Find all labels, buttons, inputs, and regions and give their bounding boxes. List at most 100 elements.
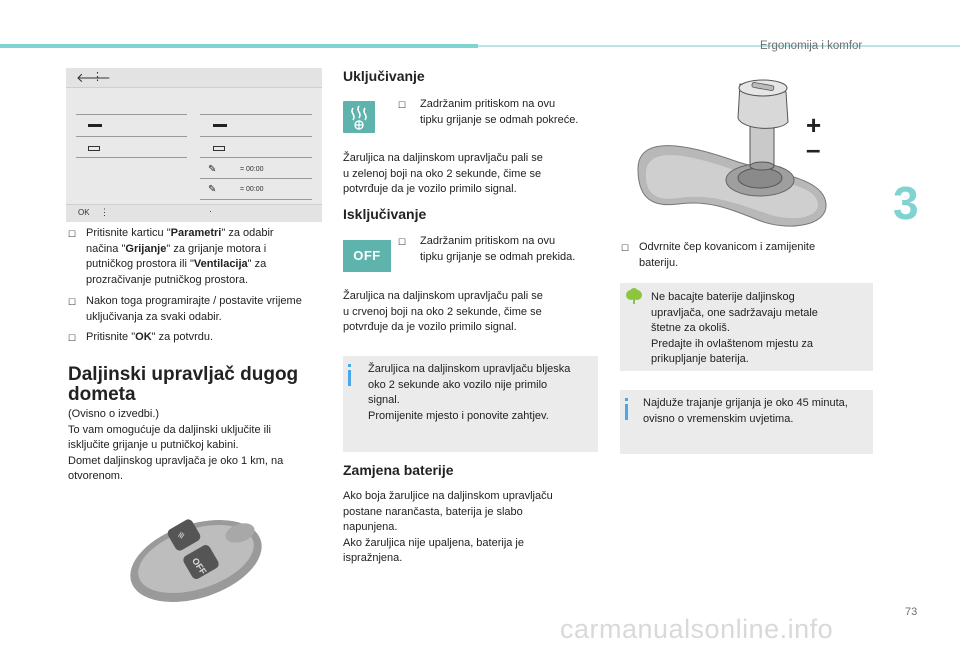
info-icon-bar — [348, 370, 351, 386]
heater-icon — [351, 105, 367, 130]
edit-pencil-icon: ✎ — [208, 184, 217, 195]
coin-slot — [751, 82, 775, 91]
step-text: Odvrnite čep kovanicom i zamijenite — [639, 241, 816, 253]
bullet-icon: ☐ — [621, 243, 630, 253]
note-text: signal. — [368, 394, 400, 406]
note-text: oko 2 sekunde ako vozilo nije primilo — [368, 378, 548, 391]
bullet-icon: ☐ — [398, 100, 407, 110]
screen-illustration: 🡐 ⋮ ✎ = 00:00 ✎ = 00:00 OK ⋮ · — [66, 68, 322, 222]
chapter-number: 3 — [893, 177, 919, 229]
paragraph: u crvenoj boji na oko 2 sekunde, čime se — [343, 305, 542, 318]
battery-cell — [737, 167, 783, 189]
note-text: štetne za okoliš. — [651, 322, 730, 334]
note-text: upravljača, one sadržavaju metale — [651, 306, 818, 319]
step-text: bateriju. — [639, 256, 679, 269]
bullet-icon: ☐ — [398, 237, 407, 247]
note-text: Žaruljica na daljinskom upravljaču bljes… — [368, 363, 571, 375]
info-icon — [625, 398, 628, 401]
bullet-icon: ☐ — [68, 333, 77, 343]
screen-header: 🡐 ⋮ — [66, 68, 322, 88]
screen-divider — [200, 157, 312, 158]
paragraph: Ako boja žaruljice na daljinskom upravlj… — [343, 490, 553, 502]
watermark: carmanualsonline.info — [560, 614, 834, 644]
back-arrow-icon: 🡐 — [76, 70, 111, 85]
heating-button — [167, 519, 201, 551]
note-text: Najduže trajanje grijanja je oko 45 minu… — [643, 397, 848, 409]
step-text: tipku grijanje se odmah prekida. — [420, 250, 576, 263]
toggle-icon — [213, 146, 225, 151]
section-heading: Daljinski upravljač dugog — [68, 364, 299, 385]
paragraph: (Ovisno o izvedbi.) — [68, 408, 160, 420]
step-text: putničkog prostora ili "Ventilacija" za — [86, 258, 267, 270]
bullet-icon: ☐ — [68, 297, 77, 307]
ok-label: OK — [78, 208, 90, 217]
step-text: Zadržanim pritiskom na ovu — [420, 235, 556, 247]
section-title: Ergonomija i komfor — [760, 40, 863, 52]
off-button — [183, 545, 219, 579]
paragraph: potvrđuje da je vozilo primilo signal. — [343, 321, 517, 333]
heat-icon: ≋ — [175, 529, 187, 541]
heading-battery: Zamjena baterije — [343, 462, 454, 478]
screen-divider — [76, 157, 187, 158]
step-text: tipku grijanje se odmah pokreće. — [420, 113, 579, 126]
step-text: uključivanja za svaki odabir. — [86, 310, 222, 323]
minus-sign: – — [806, 134, 820, 164]
menu-dots-icon: ⋮ — [100, 207, 109, 217]
menu-dots-icon: ⋮ — [92, 71, 103, 83]
paragraph: Domet daljinskog upravljača je oko 1 km,… — [68, 454, 284, 467]
heating-button-icon — [343, 101, 375, 133]
toggle-icon — [88, 146, 100, 151]
info-note: Najduže trajanje grijanja je oko 45 minu… — [620, 390, 873, 454]
step-text: Zadržanim pritiskom na ovu — [420, 98, 556, 110]
timer-value: = 00:00 — [240, 166, 264, 173]
section-heading: dometa — [68, 384, 136, 405]
battery-replacement-illustration: + – — [637, 79, 827, 227]
screen-divider — [200, 178, 312, 179]
timer-value: = 00:00 — [240, 186, 264, 193]
screen-divider — [200, 199, 312, 200]
page-number: 73 — [905, 606, 918, 618]
paragraph: otvorenom. — [68, 470, 124, 482]
paragraph: Ako žaruljica nije upaljena, baterija je — [343, 536, 524, 549]
screen-divider — [76, 136, 187, 137]
edit-pencil-icon: ✎ — [208, 164, 217, 175]
note-text: prikupljanje baterija. — [651, 353, 749, 365]
step-text: načina "Grijanje" za grijanje motora i — [86, 242, 267, 255]
header-accent-line — [478, 45, 960, 47]
step-text: prozračivanje putničkog prostora. — [86, 273, 249, 286]
paragraph: ispražnjena. — [343, 552, 403, 564]
screen-divider — [200, 136, 312, 137]
paragraph: napunjena. — [343, 521, 398, 533]
info-icon — [348, 364, 351, 367]
note-text: ovisno o vremenskim uvjetima. — [643, 412, 794, 425]
note-text: Predajte ih ovlaštenom mjestu za — [651, 337, 814, 350]
screen-footer: OK ⋮ · — [66, 204, 322, 222]
remote-control-illustration: ≋ OFF — [130, 519, 262, 602]
paragraph: potvrđuje da je vozilo primilo signal. — [343, 183, 517, 195]
step-text: Pritisnite karticu "Parametri" za odabir — [86, 227, 274, 239]
off-button-icon: OFF — [343, 240, 391, 272]
paragraph: isključite grijanje u putničkoj kabini. — [68, 439, 239, 451]
step-text: Nakon toga programirajte / postavite vri… — [86, 295, 302, 307]
environment-note: Ne bacajte baterije daljinskog upravljač… — [620, 283, 873, 371]
paragraph: Žaruljica na daljinskom upravljaču pali … — [343, 290, 543, 302]
step-text: Pritisnite "OK" za potvrdu. — [86, 331, 214, 343]
header-accent-bar — [0, 44, 478, 48]
screen-divider — [200, 114, 312, 115]
note-text: Ne bacajte baterije daljinskog — [651, 291, 795, 303]
remote-end — [225, 523, 255, 543]
minus-icon — [213, 124, 227, 127]
battery-bottom — [749, 161, 775, 171]
heading-on: Uključivanje — [343, 68, 425, 84]
minus-icon — [88, 124, 102, 127]
paragraph: To vam omogućuje da daljinski uključite … — [68, 423, 271, 436]
info-note: Žaruljica na daljinskom upravljaču bljes… — [343, 356, 598, 452]
paragraph: Žaruljica na daljinskom upravljaču pali … — [343, 152, 543, 164]
heading-off: Isključivanje — [343, 206, 427, 222]
paragraph: u zelenoj boji na oko 2 sekunde, čime se — [343, 167, 542, 180]
note-text: Promijenite mjesto i ponovite zahtjev. — [368, 409, 549, 422]
bullet-icon: ☐ — [68, 229, 77, 239]
info-icon-bar — [625, 404, 628, 420]
plus-sign: + — [806, 110, 821, 140]
eco-leaf-icon — [626, 288, 642, 304]
